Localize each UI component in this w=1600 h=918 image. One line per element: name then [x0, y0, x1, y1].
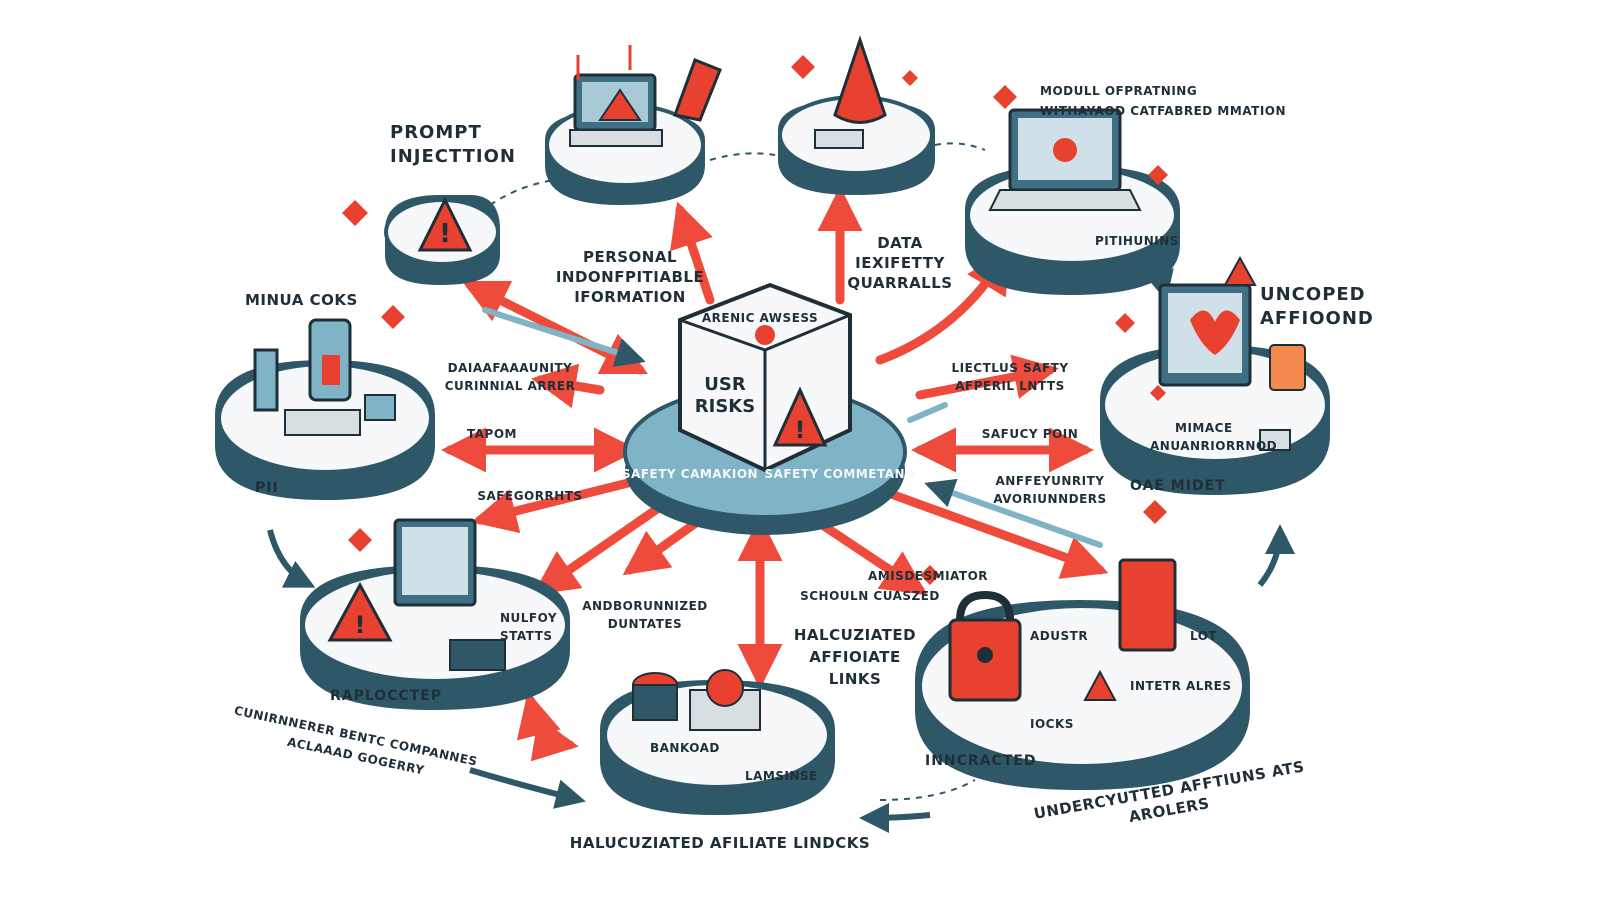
database-icon — [632, 684, 678, 721]
platform-labels: PII RAPLOCCTEP INNCRACTED OAE MIDET NULF… — [255, 234, 1277, 783]
amfeyurity-label-line2: AVORIUNNDERS — [993, 492, 1106, 506]
svg-text:!: ! — [355, 611, 366, 639]
tapom-label: TAPOM — [467, 427, 517, 441]
raplocctep-platform: ! — [300, 518, 570, 710]
amisdesmiator-label: AMISDESMIATOR — [868, 569, 988, 583]
gear-icon — [706, 669, 744, 707]
hallucinated-center-label-line3: LINKS — [829, 670, 882, 688]
pii-top-label-line3: IFORMATION — [574, 288, 686, 306]
dashed-connectors — [489, 142, 986, 801]
lietjus-label-line2: AFPERIL LNTTS — [955, 379, 1064, 393]
keyboard-icon — [449, 639, 506, 671]
pii-top-label-line1: PERSONAL — [583, 248, 677, 266]
warning-icon — [1083, 669, 1117, 701]
shield-warning-icon — [833, 35, 887, 124]
data-label-line3: QUARRALLS — [847, 274, 952, 292]
hallucinated-bottom-label: HALUCUZIATED AFILIATE LINDCKS — [570, 834, 870, 852]
minua-coks-label: MINUA COKS — [245, 291, 358, 309]
data-label-line1: DATA — [877, 234, 923, 252]
warning-icon — [1223, 255, 1257, 286]
prompt-injection-platform: ! — [384, 195, 500, 285]
heart-icon — [1190, 310, 1240, 355]
cube-title-line1: USR — [704, 374, 746, 395]
cube-title-line2: RISKS — [695, 396, 755, 417]
inncracted-platform-label: INNCRACTED — [925, 753, 1037, 769]
amfeyurity-label-line1: ANFFEYUNRITY — [996, 474, 1105, 488]
model-operating-platform — [965, 108, 1180, 295]
nulfoy-label-line2: STATTS — [500, 629, 553, 643]
pii-top-label-line2: INDONFPITIABLE — [556, 268, 704, 286]
andboratnized-label-line2: DUNTATES — [608, 617, 682, 631]
gear-icon — [755, 325, 775, 345]
warning-icon — [417, 196, 473, 252]
warning-icon — [598, 88, 642, 121]
intetr-alres-label: INTETR ALRES — [1130, 679, 1232, 693]
safeguards-label: SAFEGORRHTS — [477, 489, 582, 503]
uncoped-platform — [1100, 283, 1330, 495]
lot-label: LOT — [1190, 629, 1217, 643]
oae-midet-platform-label: OAE MIDET — [1130, 478, 1226, 494]
safucy-poin-label: SAFUCY POIN — [982, 427, 1079, 441]
bankoad-label: BANKOAD — [650, 741, 720, 755]
model-label-line2: WITHAYAOD CATFABRED MMATION — [1040, 104, 1286, 118]
blue-flow-arrows — [482, 307, 1103, 548]
svg-text:!: ! — [795, 416, 806, 444]
file-icon — [1118, 558, 1177, 652]
cube-top-text: ARENIC AWSESS — [702, 311, 818, 325]
warning-card-icon — [672, 58, 722, 122]
uncoped-label-line2: AFFIOOND — [1260, 308, 1374, 329]
lamsinse-label: LAMSINSE — [745, 769, 818, 783]
mimace-label-line2: ANUANRIORRNOD — [1150, 439, 1277, 453]
pii-platform — [215, 318, 435, 500]
inncracted-platform — [915, 558, 1250, 790]
pii-platform-label: PII — [255, 480, 279, 496]
hallucinated-center-label-line1: HALCUZIATED — [794, 626, 916, 644]
center-hub: ! ARENIC AWSESS USR RISKS SAFETY CAMAKIO… — [622, 282, 915, 535]
schouln-cuaszed-label: SCHOULN CUASZED — [800, 589, 940, 603]
pitihunins-label: PITIHUNINS — [1095, 234, 1179, 248]
prompt-injection-label-line1: PROMPT — [390, 122, 482, 143]
iocks-label: IOCKS — [1030, 717, 1074, 731]
model-label-line1: MODULL OFPRATNING — [1040, 84, 1197, 98]
data-safety-platform — [778, 35, 935, 195]
uncoped-label-line1: UNCOPED — [1260, 284, 1366, 305]
hallucinated-links-platform — [600, 669, 835, 815]
adustr-label: ADUSTR — [1030, 629, 1088, 643]
hallucinated-center-label-line2: AFFIOIATE — [809, 648, 900, 666]
keyboard-icon — [284, 409, 361, 436]
prompt-injection-label-line2: INJECTTION — [390, 146, 516, 167]
laptop-warning-platform — [545, 45, 722, 205]
warning-icon — [772, 386, 828, 447]
criminal-label-line2: CURINNIAL ARRER — [445, 379, 576, 393]
mimace-label-line1: MIMACE — [1175, 421, 1233, 435]
raplocctep-platform-label: RAPLOCCTEP — [330, 688, 442, 704]
lietjus-label-line1: LIECTLUS SAFTY — [951, 361, 1068, 375]
criminal-label-line1: DAIAAFAAAUNITY — [448, 361, 573, 375]
andboratnized-label-line1: ANDBORUNNIZED — [582, 599, 708, 613]
data-label-line2: IEXIFETTY — [855, 254, 945, 272]
base-left-text: SAFETY CAMAKION — [622, 467, 758, 481]
base-right-text: SAFETY COMMETAND — [764, 467, 915, 481]
nulfoy-label-line1: NULFOY — [500, 611, 557, 625]
svg-text:!: ! — [439, 219, 451, 249]
diamond-decorations — [342, 55, 1168, 585]
warning-icon — [327, 581, 393, 642]
